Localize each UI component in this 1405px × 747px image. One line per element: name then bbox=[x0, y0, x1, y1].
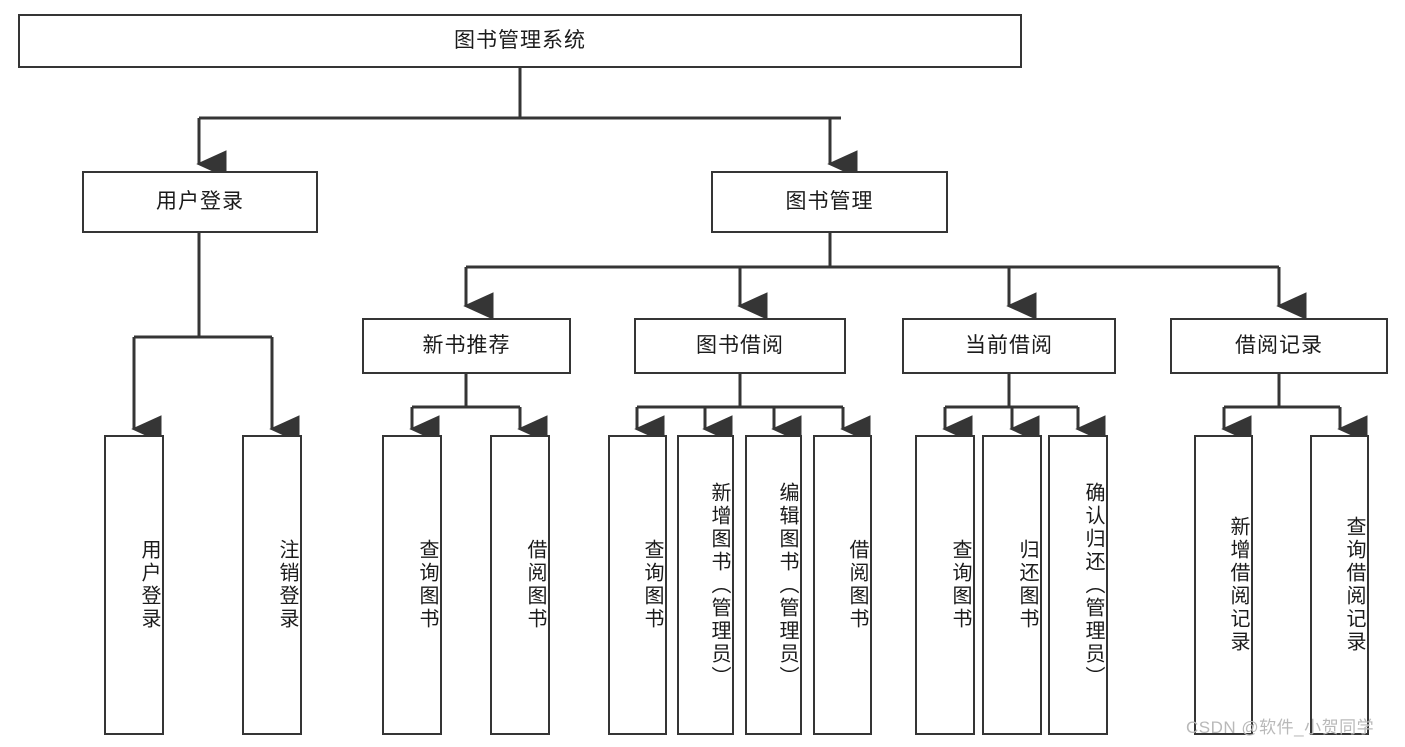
leaf-query-record-label: 查询借阅记录 bbox=[1343, 516, 1365, 654]
node-book-manage-label: 图书管理 bbox=[785, 190, 874, 214]
leaf-user-login-label: 用户登录 bbox=[138, 539, 160, 631]
leaf-query-book-2[interactable]: 查询图书 bbox=[608, 435, 667, 735]
node-user-login[interactable]: 用户登录 bbox=[82, 171, 318, 233]
leaf-return-book-label: 归还图书 bbox=[1016, 539, 1038, 631]
leaf-borrow-book-2-label: 借阅图书 bbox=[846, 539, 868, 631]
node-book-manage[interactable]: 图书管理 bbox=[711, 171, 948, 233]
leaf-query-book-3-label: 查询图书 bbox=[949, 539, 971, 631]
leaf-add-record[interactable]: 新增借阅记录 bbox=[1194, 435, 1253, 735]
leaf-query-book-2-label: 查询图书 bbox=[641, 539, 663, 631]
node-current-borrow[interactable]: 当前借阅 bbox=[902, 318, 1116, 374]
leaf-query-record[interactable]: 查询借阅记录 bbox=[1310, 435, 1369, 735]
node-new-book-recommend-label: 新书推荐 bbox=[422, 334, 511, 358]
node-book-borrow[interactable]: 图书借阅 bbox=[634, 318, 846, 374]
leaf-add-record-label: 新增借阅记录 bbox=[1227, 516, 1249, 654]
node-root-label: 图书管理系统 bbox=[454, 29, 586, 53]
leaf-add-book-label: 新增图书（管理员） bbox=[708, 481, 730, 689]
node-borrow-record-label: 借阅记录 bbox=[1235, 334, 1323, 358]
csdn-watermark: CSDN @软件_小贺同学 bbox=[1186, 718, 1375, 737]
leaf-return-book[interactable]: 归还图书 bbox=[982, 435, 1042, 735]
leaf-query-book-1-label: 查询图书 bbox=[416, 539, 438, 631]
node-new-book-recommend[interactable]: 新书推荐 bbox=[362, 318, 571, 374]
leaf-logout-label: 注销登录 bbox=[276, 539, 298, 631]
leaf-add-book[interactable]: 新增图书（管理员） bbox=[677, 435, 734, 735]
node-root[interactable]: 图书管理系统 bbox=[18, 14, 1022, 68]
leaf-borrow-book-1[interactable]: 借阅图书 bbox=[490, 435, 550, 735]
leaf-edit-book[interactable]: 编辑图书（管理员） bbox=[745, 435, 802, 735]
leaf-confirm-return[interactable]: 确认归还（管理员） bbox=[1048, 435, 1108, 735]
leaf-confirm-return-label: 确认归还（管理员） bbox=[1082, 481, 1104, 689]
leaf-logout[interactable]: 注销登录 bbox=[242, 435, 302, 735]
leaf-edit-book-label: 编辑图书（管理员） bbox=[776, 481, 798, 689]
node-current-borrow-label: 当前借阅 bbox=[965, 334, 1053, 358]
leaf-user-login[interactable]: 用户登录 bbox=[104, 435, 164, 735]
node-book-borrow-label: 图书借阅 bbox=[696, 334, 784, 358]
leaf-borrow-book-2[interactable]: 借阅图书 bbox=[813, 435, 872, 735]
leaf-borrow-book-1-label: 借阅图书 bbox=[524, 539, 546, 631]
node-user-login-label: 用户登录 bbox=[156, 190, 244, 214]
leaf-query-book-1[interactable]: 查询图书 bbox=[382, 435, 442, 735]
node-borrow-record[interactable]: 借阅记录 bbox=[1170, 318, 1388, 374]
leaf-query-book-3[interactable]: 查询图书 bbox=[915, 435, 975, 735]
